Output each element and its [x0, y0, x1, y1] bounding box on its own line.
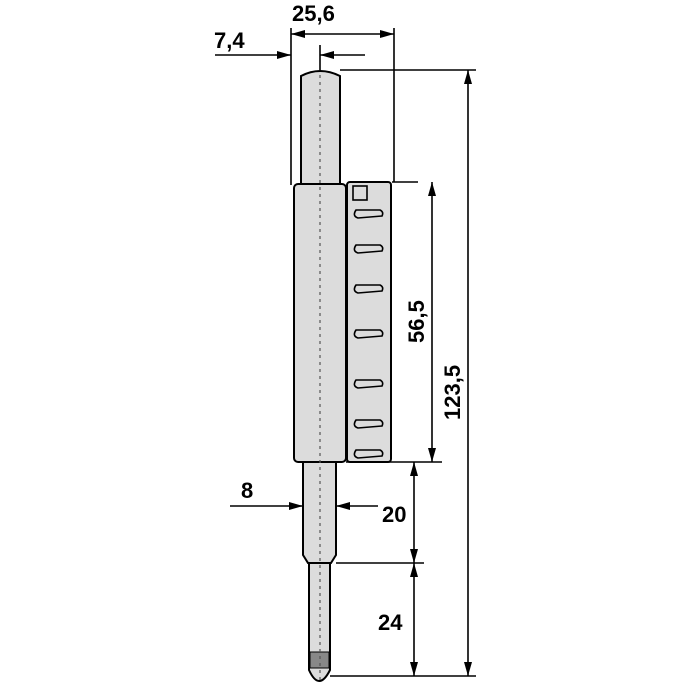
lower-stem [302, 461, 337, 564]
dim-label-24: 24 [378, 610, 403, 635]
dim-label-20: 20 [382, 502, 406, 527]
upper-stem [300, 70, 341, 186]
dimension-overall-width: 25,6 [291, 1, 394, 38]
dimension-total-height: 123,5 [440, 70, 472, 676]
dim-label-56-5: 56,5 [404, 300, 429, 343]
dim-label-25-6: 25,6 [292, 1, 335, 26]
dimension-stem-offset: 7,4 [214, 28, 365, 59]
dimension-probe-length: 24 [378, 563, 418, 676]
dimension-lower-stem: 20 [382, 462, 418, 563]
dial-cap [352, 185, 368, 201]
bezel-grips [353, 209, 384, 459]
dim-label-8: 8 [241, 478, 253, 503]
dim-label-123-5: 123,5 [440, 365, 465, 420]
dimension-body-height: 56,5 [404, 182, 436, 462]
dim-label-7-4: 7,4 [214, 28, 245, 53]
dimension-stem-diameter: 8 [230, 478, 378, 510]
dial-indicator [293, 70, 392, 682]
